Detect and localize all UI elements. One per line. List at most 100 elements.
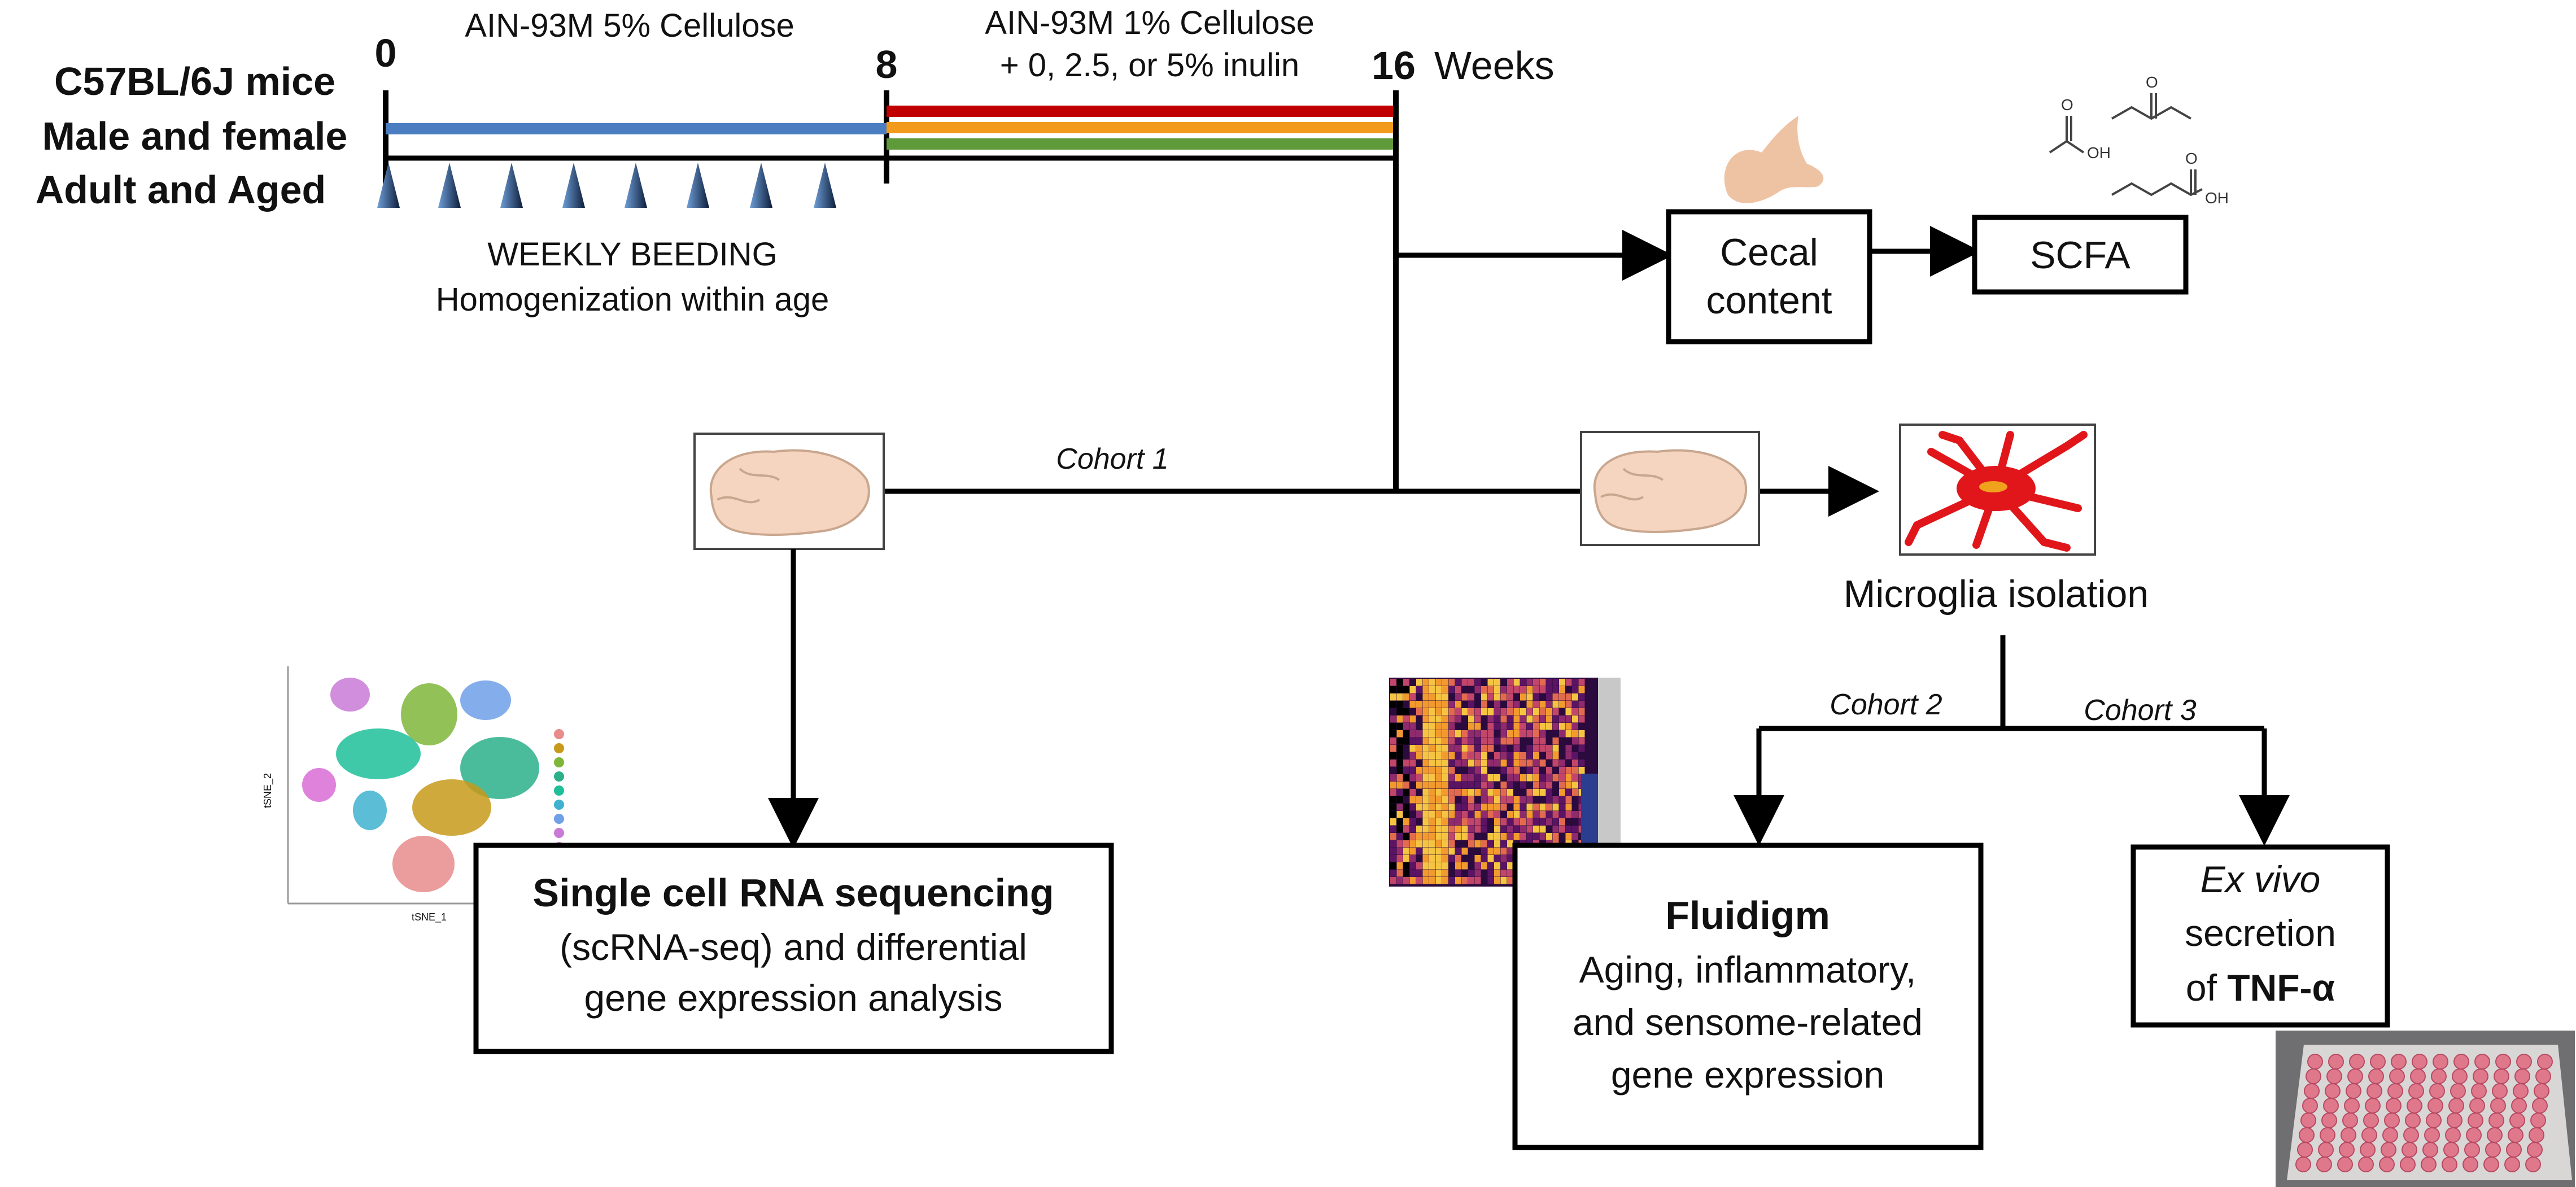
heatmap-cell bbox=[1494, 723, 1500, 730]
heatmap-cell bbox=[1448, 693, 1455, 701]
heatmap-cell bbox=[1403, 855, 1409, 862]
well bbox=[2304, 1083, 2320, 1099]
heatmap-cell bbox=[1429, 789, 1435, 796]
heatmap-cell bbox=[1416, 715, 1422, 723]
heatmap-cell bbox=[1494, 804, 1500, 811]
microglia-label: Microglia isolation bbox=[1844, 573, 2149, 616]
heatmap-cell bbox=[1546, 693, 1552, 701]
heatmap-cell bbox=[1409, 760, 1416, 767]
heatmap-cell bbox=[1403, 862, 1409, 870]
heatmap-cell bbox=[1461, 701, 1468, 708]
well bbox=[2504, 1157, 2520, 1172]
heatmap-cell bbox=[1539, 745, 1546, 752]
well bbox=[2453, 1054, 2469, 1070]
heatmap-cell bbox=[1507, 730, 1513, 737]
heatmap-cell bbox=[1422, 679, 1429, 686]
well bbox=[2412, 1054, 2427, 1070]
heatmap-cell bbox=[1442, 782, 1448, 789]
heatmap-cell bbox=[1403, 811, 1409, 818]
heatmap-cell bbox=[1390, 855, 1396, 862]
heatmap-cell bbox=[1494, 840, 1500, 848]
heatmap-cell bbox=[1435, 760, 1442, 767]
heatmap-cell bbox=[1435, 818, 1442, 826]
heatmap-cell bbox=[1468, 679, 1474, 686]
heatmap-cell bbox=[1403, 737, 1409, 745]
heatmap-cell bbox=[1474, 760, 1481, 767]
heatmap-cell bbox=[1494, 833, 1500, 840]
heatmap-cell bbox=[1559, 774, 1565, 782]
heatmap-cell bbox=[1396, 679, 1403, 686]
heatmap-cell bbox=[1461, 745, 1468, 752]
heatmap-cell bbox=[1455, 723, 1461, 730]
heatmap-cell bbox=[1578, 767, 1585, 774]
heatmap-cell bbox=[1481, 870, 1487, 877]
heatmap-cell bbox=[1487, 730, 1494, 737]
well bbox=[2525, 1157, 2541, 1172]
heatmap-cell bbox=[1487, 870, 1494, 877]
bedding-marker bbox=[562, 163, 585, 208]
well bbox=[2516, 1054, 2532, 1070]
heatmap-cell bbox=[1455, 870, 1461, 877]
heatmap-cell bbox=[1481, 848, 1487, 855]
heatmap-cell bbox=[1572, 767, 1578, 774]
heatmap-cell bbox=[1396, 840, 1403, 848]
heatmap-cell bbox=[1416, 862, 1422, 870]
heatmap-cell bbox=[1565, 804, 1572, 811]
heatmap-cell bbox=[1513, 789, 1520, 796]
heatmap-cell bbox=[1494, 760, 1500, 767]
heatmap-cell bbox=[1565, 818, 1572, 826]
heatmap-cell bbox=[1416, 848, 1422, 855]
heatmap-cell bbox=[1396, 737, 1403, 745]
heatmap-cell bbox=[1546, 796, 1552, 804]
heatmap-cell bbox=[1435, 715, 1442, 723]
heatmap-cell bbox=[1416, 826, 1422, 833]
heatmap-cell bbox=[1442, 752, 1448, 760]
heatmap-cell bbox=[1422, 767, 1429, 774]
heatmap-cell bbox=[1533, 804, 1539, 811]
heatmap-cell bbox=[1403, 818, 1409, 826]
tsne-y-axis: tSNE_2 bbox=[262, 773, 274, 808]
heatmap-cell bbox=[1390, 840, 1396, 848]
heatmap-cell bbox=[1474, 715, 1481, 723]
heatmap-cell bbox=[1507, 862, 1513, 870]
heatmap-cell bbox=[1487, 760, 1494, 767]
heatmap-cell bbox=[1403, 679, 1409, 686]
bedding-marker bbox=[500, 163, 523, 208]
heatmap-cell bbox=[1435, 870, 1442, 877]
heatmap-cell bbox=[1455, 855, 1461, 862]
heatmap-cell bbox=[1559, 818, 1565, 826]
heatmap-cell bbox=[1520, 701, 1526, 708]
heatmap-cell bbox=[1403, 693, 1409, 701]
heatmap-cell bbox=[1442, 833, 1448, 840]
heatmap-cell bbox=[1552, 730, 1559, 737]
week-8-label: 8 bbox=[876, 42, 898, 86]
heatmap-cell bbox=[1429, 774, 1435, 782]
heatmap-cell bbox=[1403, 782, 1409, 789]
heatmap-cell bbox=[1461, 811, 1468, 818]
heatmap-cell bbox=[1435, 840, 1442, 848]
heatmap-cell bbox=[1442, 774, 1448, 782]
heatmap-cell bbox=[1481, 796, 1487, 804]
heatmap-cell bbox=[1500, 752, 1507, 760]
heatmap-cell bbox=[1403, 774, 1409, 782]
heatmap-cell bbox=[1526, 737, 1533, 745]
well bbox=[2339, 1142, 2355, 1158]
heatmap-cell bbox=[1468, 752, 1474, 760]
heatmap-cell bbox=[1559, 708, 1565, 715]
cohort-3-label: Cohort 3 bbox=[2084, 694, 2197, 727]
heatmap-cell bbox=[1559, 826, 1565, 833]
heatmap-cell bbox=[1572, 723, 1578, 730]
well bbox=[2349, 1054, 2365, 1070]
heatmap-cell bbox=[1442, 737, 1448, 745]
heatmap-cell bbox=[1416, 701, 1422, 708]
heatmap-cell bbox=[1442, 840, 1448, 848]
heatmap-cell bbox=[1442, 862, 1448, 870]
heatmap-cell bbox=[1481, 708, 1487, 715]
heatmap-cell bbox=[1390, 737, 1396, 745]
heatmap-cell bbox=[1429, 730, 1435, 737]
heatmap-cell bbox=[1500, 877, 1507, 884]
heatmap-cell bbox=[1565, 752, 1572, 760]
heatmap-cell bbox=[1429, 855, 1435, 862]
heatmap-cell bbox=[1390, 745, 1396, 752]
heatmap-cell bbox=[1487, 693, 1494, 701]
